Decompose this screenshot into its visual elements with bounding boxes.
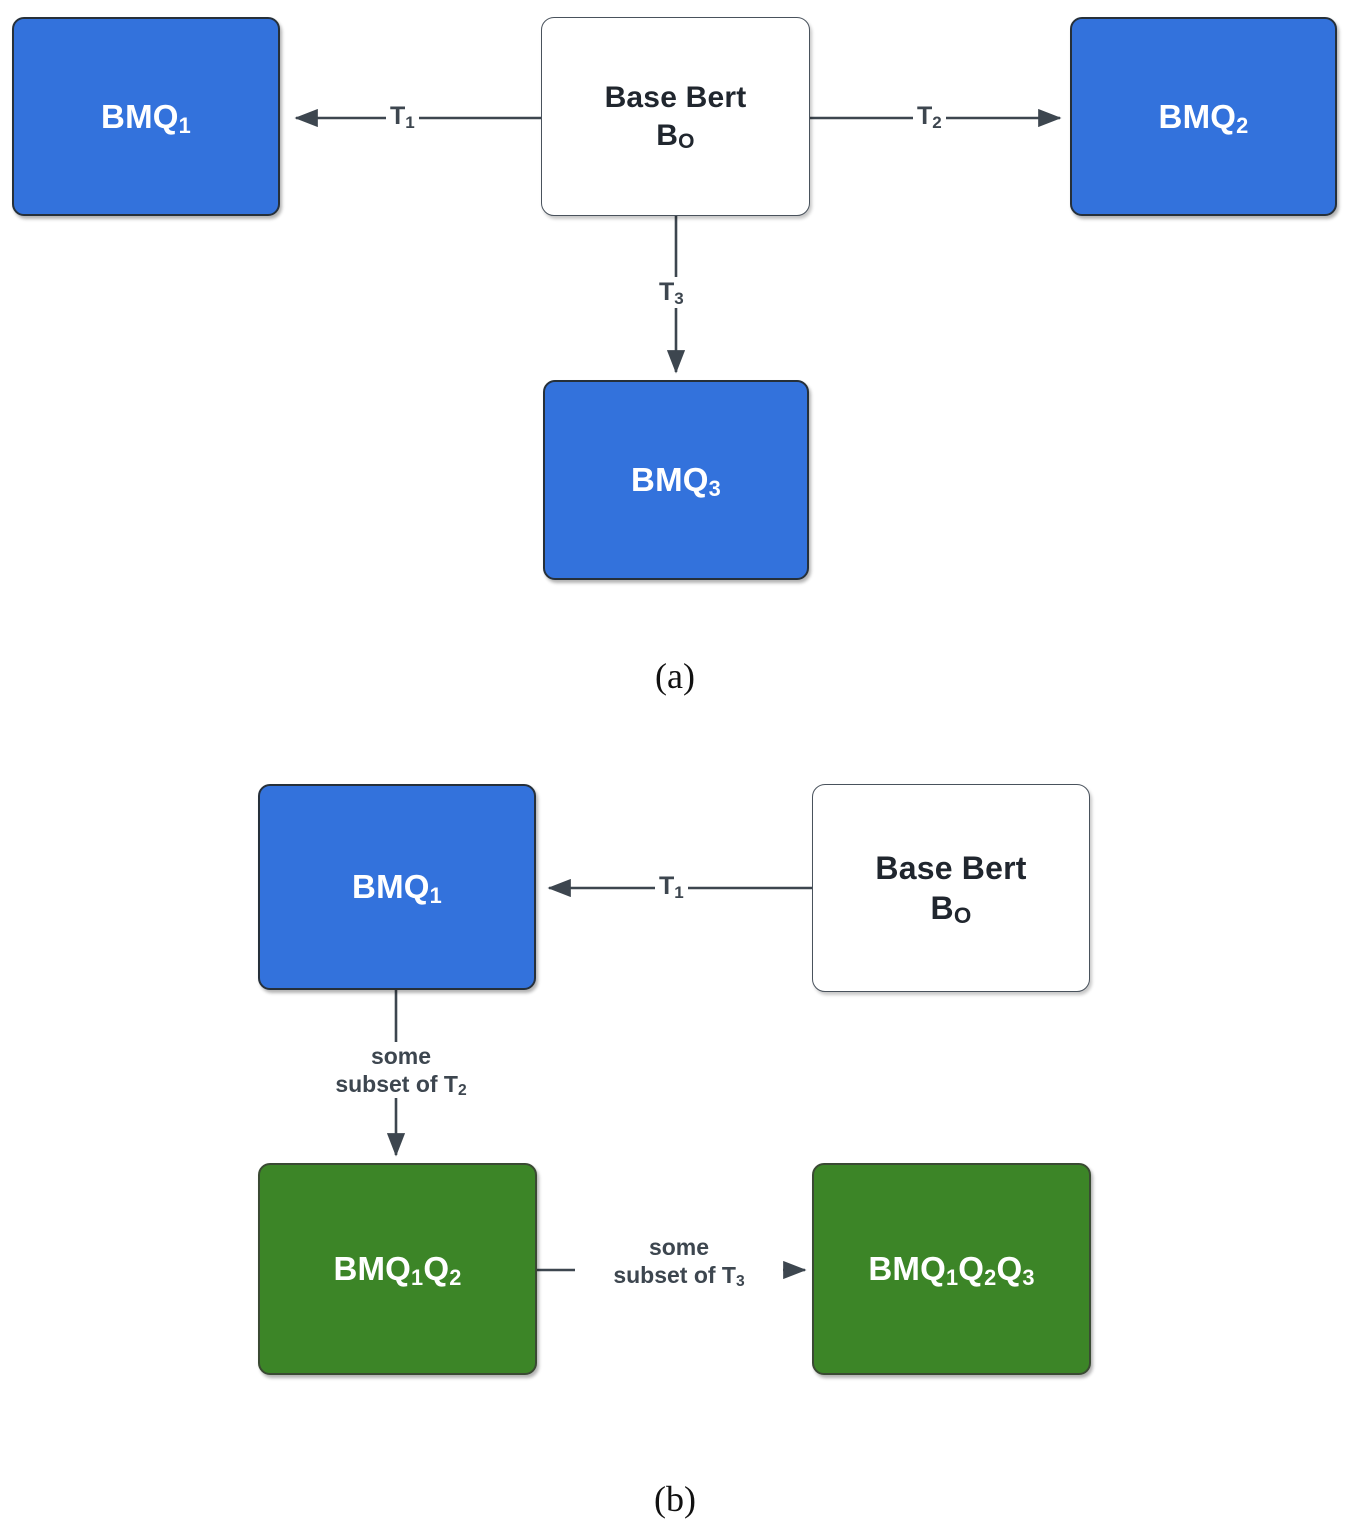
edge-label-t2-panel-a: T2 [913, 101, 946, 132]
node-bmq3-panel-a[interactable]: BMQ3 [543, 380, 809, 580]
node-bmq1-panel-b-label: BMQ1 [352, 868, 442, 909]
node-bmq1-panel-b[interactable]: BMQ1 [258, 784, 536, 990]
node-bmq1-panel-a[interactable]: BMQ1 [12, 17, 280, 216]
edge-label-t1-panel-a: T1 [386, 101, 419, 132]
panel-a-caption: (a) [655, 656, 695, 696]
node-bmq1q2-panel-b[interactable]: BMQ1Q2 [258, 1163, 537, 1375]
node-bmq1-panel-a-label: BMQ1 [101, 97, 191, 138]
panel-b-caption: (b) [654, 1479, 696, 1519]
node-bmq1q2-panel-b-label: BMQ1Q2 [333, 1250, 462, 1291]
edge-label-t3-panel-a: T3 [655, 277, 688, 308]
node-bmq1q2q3-panel-b[interactable]: BMQ1Q2Q3 [812, 1163, 1091, 1375]
node-bmq3-panel-a-label: BMQ3 [631, 461, 721, 502]
node-bmq2-panel-a[interactable]: BMQ2 [1070, 17, 1337, 216]
edge-label-t1-panel-b: T1 [655, 871, 688, 902]
node-bmq1q2q3-panel-b-label: BMQ1Q2Q3 [868, 1250, 1035, 1291]
node-bmq2-panel-a-label: BMQ2 [1158, 97, 1249, 138]
